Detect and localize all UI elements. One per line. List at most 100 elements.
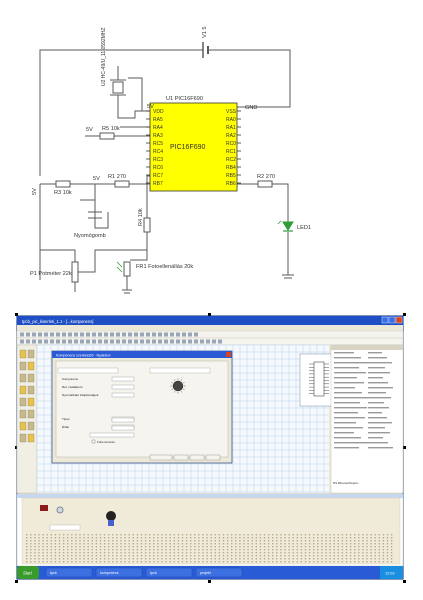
toolbar-icon[interactable] [56, 339, 60, 344]
toolbar-icon[interactable] [98, 339, 102, 344]
taskbar-item[interactable] [45, 567, 93, 578]
toolbar-icon[interactable] [170, 332, 174, 337]
folio-checkbox[interactable] [91, 439, 96, 444]
toolbar-icon[interactable] [128, 332, 132, 337]
toolbar-icon[interactable] [188, 332, 192, 337]
toolbar-icon[interactable] [176, 339, 180, 344]
option-input[interactable] [89, 432, 135, 438]
help-button[interactable] [205, 454, 221, 461]
toolbar-icon[interactable] [50, 332, 54, 337]
start-button[interactable] [17, 566, 39, 579]
toolbar-icon[interactable] [38, 332, 42, 337]
toolbar-icon[interactable] [104, 332, 108, 337]
toolbar-icon[interactable] [32, 339, 36, 344]
minimize-button[interactable] [381, 316, 389, 324]
toolbar-icon[interactable] [128, 339, 132, 344]
toolbar-icon[interactable] [140, 332, 144, 337]
toolbar-icon[interactable] [170, 339, 174, 344]
tool-icon[interactable] [27, 433, 35, 443]
toolbar-icon[interactable] [26, 332, 30, 337]
tool-icon[interactable] [19, 409, 27, 419]
dialog-field-input[interactable] [111, 376, 135, 382]
toolbar-icon[interactable] [74, 339, 78, 344]
tool-icon[interactable] [19, 397, 27, 407]
cancel-button[interactable] [189, 454, 205, 461]
tool-icon[interactable] [19, 433, 27, 443]
toolbar-icon[interactable] [182, 339, 186, 344]
tool-icon[interactable] [19, 421, 27, 431]
toolbar-icon[interactable] [218, 339, 222, 344]
toolbar-icon[interactable] [80, 332, 84, 337]
toolbar-icon[interactable] [20, 339, 24, 344]
toolbar-icon[interactable] [164, 332, 168, 337]
toolbar-icon[interactable] [206, 339, 210, 344]
toolbar-icon[interactable] [200, 339, 204, 344]
maximize-button[interactable] [388, 316, 396, 324]
toolbar-icon[interactable] [146, 339, 150, 344]
toolbar-icon[interactable] [62, 332, 66, 337]
dialog-field-input[interactable] [111, 392, 135, 398]
close-button[interactable] [395, 316, 403, 324]
toolbar-icon[interactable] [194, 332, 198, 337]
toolbar-icon[interactable] [122, 332, 126, 337]
tool-icon[interactable] [27, 385, 35, 395]
toolbar-icon[interactable] [92, 339, 96, 344]
toolbar-icon[interactable] [134, 339, 138, 344]
toolbar-icon[interactable] [158, 339, 162, 344]
tool-icon[interactable] [27, 361, 35, 371]
toolbar-icon[interactable] [194, 339, 198, 344]
tool-icon[interactable] [19, 373, 27, 383]
toolbar-icon[interactable] [116, 332, 120, 337]
toolbar-icon[interactable] [68, 332, 72, 337]
tool-icon[interactable] [27, 421, 35, 431]
taskbar-item[interactable] [95, 567, 143, 578]
toolbar-icon[interactable] [152, 332, 156, 337]
toolbar-icon[interactable] [188, 339, 192, 344]
toolbar-icon[interactable] [86, 339, 90, 344]
toolbar-icon[interactable] [44, 339, 48, 344]
taskbar-item[interactable] [145, 567, 193, 578]
tool-icon[interactable] [19, 361, 27, 371]
toolbar-icon[interactable] [38, 339, 42, 344]
toolbar-icon[interactable] [158, 332, 162, 337]
value-input[interactable] [111, 417, 135, 423]
toolbar-icon[interactable] [56, 332, 60, 337]
toolbar-icon[interactable] [152, 339, 156, 344]
tool-icon[interactable] [19, 385, 27, 395]
type-input[interactable] [111, 425, 135, 431]
toolbar-icon[interactable] [32, 332, 36, 337]
toolbar-icon[interactable] [164, 339, 168, 344]
toolbar-icon[interactable] [110, 339, 114, 344]
taskbar-item[interactable] [195, 567, 243, 578]
tool-icon[interactable] [27, 409, 35, 419]
toolbar-icon[interactable] [80, 339, 84, 344]
toolbar-icon[interactable] [122, 339, 126, 344]
dialog-close-button[interactable] [226, 352, 231, 357]
tool-icon[interactable] [19, 349, 27, 359]
toolbar-icon[interactable] [74, 332, 78, 337]
toolbar-icon[interactable] [50, 339, 54, 344]
toolbar-icon[interactable] [134, 332, 138, 337]
toolbar-icon[interactable] [62, 339, 66, 344]
toolbar-icon[interactable] [104, 339, 108, 344]
toolbar-icon[interactable] [146, 332, 150, 337]
toolbar-icon[interactable] [68, 339, 72, 344]
toolbar-icon[interactable] [44, 332, 48, 337]
toolbar-icon[interactable] [116, 339, 120, 344]
toolbar-icon[interactable] [182, 332, 186, 337]
toolbar-icon[interactable] [26, 339, 30, 344]
toolbar-icon[interactable] [92, 332, 96, 337]
toolbar-icon[interactable] [98, 332, 102, 337]
ok-button[interactable] [173, 454, 189, 461]
toolbar-icon[interactable] [110, 332, 114, 337]
tool-icon[interactable] [27, 397, 35, 407]
dialog-field-input[interactable] [111, 384, 135, 390]
toolbar-icon[interactable] [86, 332, 90, 337]
toolbar-icon[interactable] [20, 332, 24, 337]
toolbar-icon[interactable] [140, 339, 144, 344]
tool-icon[interactable] [27, 373, 35, 383]
toolbar-icon[interactable] [176, 332, 180, 337]
toolbar-icon[interactable] [212, 339, 216, 344]
crystal-label: U2 HC-49/U_11.0592MHZ [101, 27, 107, 86]
tool-icon[interactable] [27, 349, 35, 359]
